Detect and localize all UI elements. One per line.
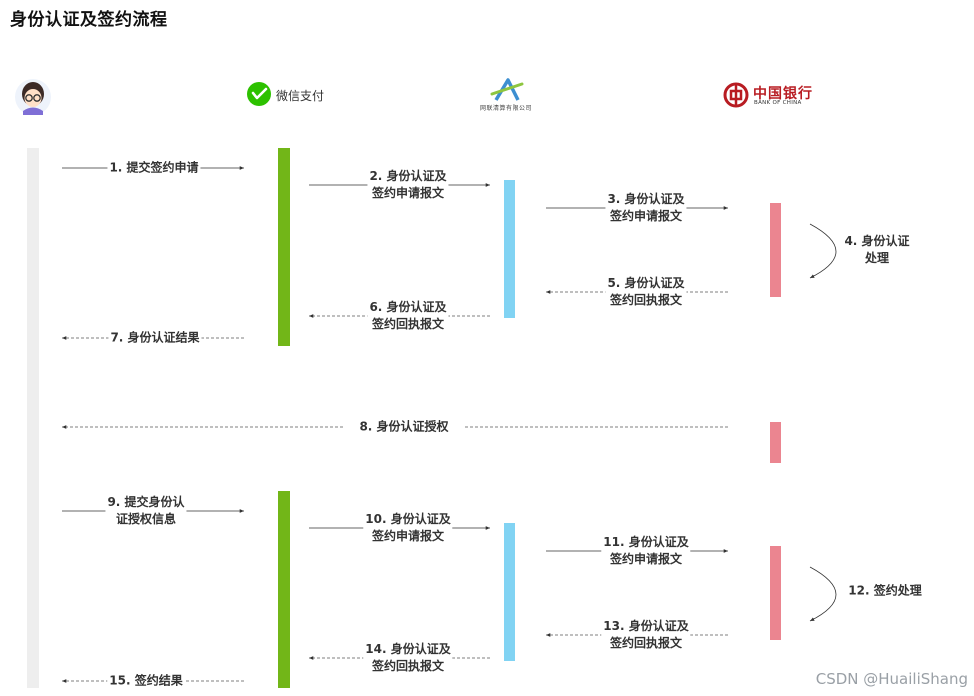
message-6-label: 6. 身份认证及签约回执报文 [367, 299, 449, 333]
netunion-activation-bar-1 [504, 180, 515, 318]
message-11-label: 11. 身份认证及签约申请报文 [601, 534, 691, 568]
message-3-label: 3. 身份认证及签约申请报文 [605, 191, 687, 225]
message-10-label: 10. 身份认证及签约申请报文 [363, 511, 453, 545]
boc-en-label: BANK OF CHINA [754, 100, 802, 106]
wechat-pay-label: 微信支付 [276, 89, 325, 103]
wechat-activation-bar-1 [278, 148, 290, 346]
message-1-label: 1. 提交签约申请 [107, 159, 201, 177]
message-4-label: 4. 身份认证处理 [844, 234, 910, 265]
boc-cn-label: 中国银行 [753, 86, 813, 102]
user-lane [27, 148, 39, 688]
message-5-label: 5. 身份认证及签约回执报文 [605, 275, 687, 309]
bank-activation-bar-1 [770, 203, 781, 297]
wechat-activation-bar-2 [278, 491, 290, 688]
message-7-label: 7. 身份认证结果 [108, 329, 202, 347]
message-15-label: 15. 签约结果 [107, 672, 185, 690]
message-13-label: 13. 身份认证及签约回执报文 [601, 618, 691, 652]
bank-activation-bar-3 [770, 546, 781, 640]
netunion-activation-bar-2 [504, 523, 515, 661]
message-14-label: 14. 身份认证及签约回执报文 [363, 641, 453, 675]
self-arrow-4 [809, 223, 837, 279]
page-title: 身份认证及签约流程 [10, 10, 168, 30]
self-arrow-12 [809, 566, 837, 622]
message-2-label: 2. 身份认证及签约申请报文 [367, 168, 449, 202]
message-8-label: 8. 身份认证授权 [343, 418, 465, 436]
bank-activation-bar-2 [770, 422, 781, 463]
message-9-label: 9. 提交身份认证授权信息 [105, 494, 187, 528]
message-12-label: 12. 签约处理 [848, 583, 922, 598]
netunion-label: 网联清算有限公司 [480, 105, 533, 112]
watermark: CSDN @HuailiShang [815, 670, 968, 688]
